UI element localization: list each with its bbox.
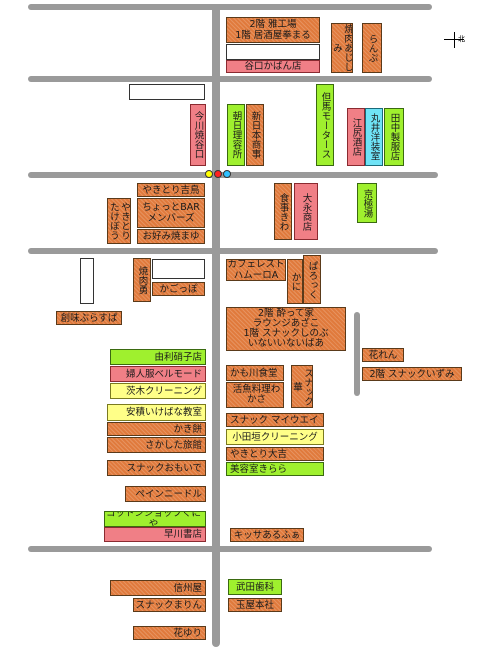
shop-label[interactable]: 早川書店	[104, 527, 206, 542]
north-compass-icon: 北	[444, 32, 470, 48]
shop-label[interactable]: やきとりたけぼう	[107, 198, 131, 244]
road-bottom	[28, 546, 432, 552]
shop-label[interactable]: かに	[287, 259, 303, 304]
shop-label[interactable]: 田中製服店	[384, 108, 404, 166]
shop-label[interactable]: 焼肉勇	[133, 258, 151, 302]
shop-label[interactable]: コットンショップくにや	[104, 511, 206, 527]
shop-label[interactable]: やきとり吉鳥	[137, 183, 205, 197]
shop-label[interactable]: 武田歯科	[228, 579, 282, 595]
shop-label[interactable]: らんぷ	[362, 23, 382, 73]
shop-label[interactable]: お好み焼まゆ	[137, 229, 205, 244]
shop-label[interactable]: 小田垣クリーニング	[226, 429, 324, 445]
shop-label[interactable]: スナックおもいで	[107, 460, 206, 476]
shop-label[interactable]: スナック マイウエイ	[226, 413, 324, 427]
shop-label[interactable]: やきとり大吉	[226, 447, 324, 461]
shop-label[interactable]: 新日本商事	[246, 104, 264, 166]
compass-north-label: 北	[458, 35, 465, 43]
shop-label[interactable]: 玉屋本社	[228, 598, 282, 612]
shop-label[interactable]: 江尻酒店	[347, 108, 365, 166]
shop-label[interactable]: 焼肉あじしみ	[331, 23, 353, 73]
shop-label[interactable]: 2階 スナックいずみ	[362, 367, 462, 381]
shop-label[interactable]: ペインニードル	[125, 486, 206, 502]
shop-label[interactable]: 朝日理容所	[227, 104, 245, 166]
shop-label[interactable]: かも川食堂	[226, 365, 284, 381]
shop-label[interactable]: かき餅	[107, 422, 206, 436]
road-fourth	[28, 248, 438, 254]
shop-label[interactable]: 安積いけばな教室	[107, 404, 206, 421]
shop-label[interactable]: 2階 雅工場 1階 居酒屋拳まる	[226, 17, 320, 43]
shop-label[interactable]: キッサあるふぁ	[230, 528, 304, 542]
shop-label[interactable]: かごっぽ	[152, 282, 205, 296]
road-second	[28, 76, 432, 82]
empty-lot	[152, 259, 205, 279]
road-side-alley	[354, 312, 360, 396]
signal-yellow-light	[205, 170, 213, 178]
signal-blue-light	[223, 170, 231, 178]
shop-label[interactable]: 花ゆり	[133, 626, 206, 640]
empty-lot	[80, 258, 94, 304]
shop-label[interactable]: スナックまりん	[133, 598, 206, 612]
signal-red-light	[214, 170, 222, 178]
traffic-signal-icon	[205, 170, 233, 179]
shop-label[interactable]: 婦人服ベルモード	[110, 366, 206, 382]
road-main-cross	[28, 172, 438, 178]
shop-label[interactable]: 美容室きらら	[226, 462, 324, 476]
shop-label[interactable]: 由利硝子店	[110, 349, 206, 365]
shop-label[interactable]: 2階 酔って家 ラウンジあざこ 1階 スナックしのぶ いないいないばあ	[226, 307, 346, 351]
shop-label[interactable]: ぱろっく	[303, 255, 321, 304]
shop-label[interactable]: 但馬モータース	[316, 84, 334, 166]
shop-label[interactable]: 今川焼谷口	[190, 104, 206, 166]
shop-label[interactable]: スナック華	[291, 365, 313, 408]
shop-label[interactable]: 大永商店	[294, 183, 318, 240]
empty-lot	[129, 84, 205, 100]
shop-label[interactable]: 丸井洋装室	[365, 108, 383, 166]
shop-label[interactable]: 茨木クリーニング	[110, 383, 206, 399]
shop-label[interactable]: ちょっとBAR メンバーズ	[137, 198, 205, 228]
shop-label[interactable]: 谷口かばん店	[226, 60, 320, 73]
shop-label[interactable]: 食事きわ	[274, 183, 292, 240]
shop-label[interactable]: 信州屋	[110, 580, 206, 596]
road-main-street	[212, 4, 220, 647]
road-top	[28, 4, 432, 10]
shop-label[interactable]: カフェレストハムーロA	[226, 259, 286, 281]
shop-label[interactable]: 創味ぶらすぱ	[56, 311, 122, 325]
shop-label[interactable]: 花れん	[362, 348, 404, 362]
shop-label[interactable]: さかした旅館	[107, 437, 206, 453]
shop-label[interactable]: 京極湯	[357, 183, 377, 223]
empty-lot	[226, 44, 320, 60]
shop-label[interactable]: 活魚料理わかさ	[226, 382, 284, 408]
